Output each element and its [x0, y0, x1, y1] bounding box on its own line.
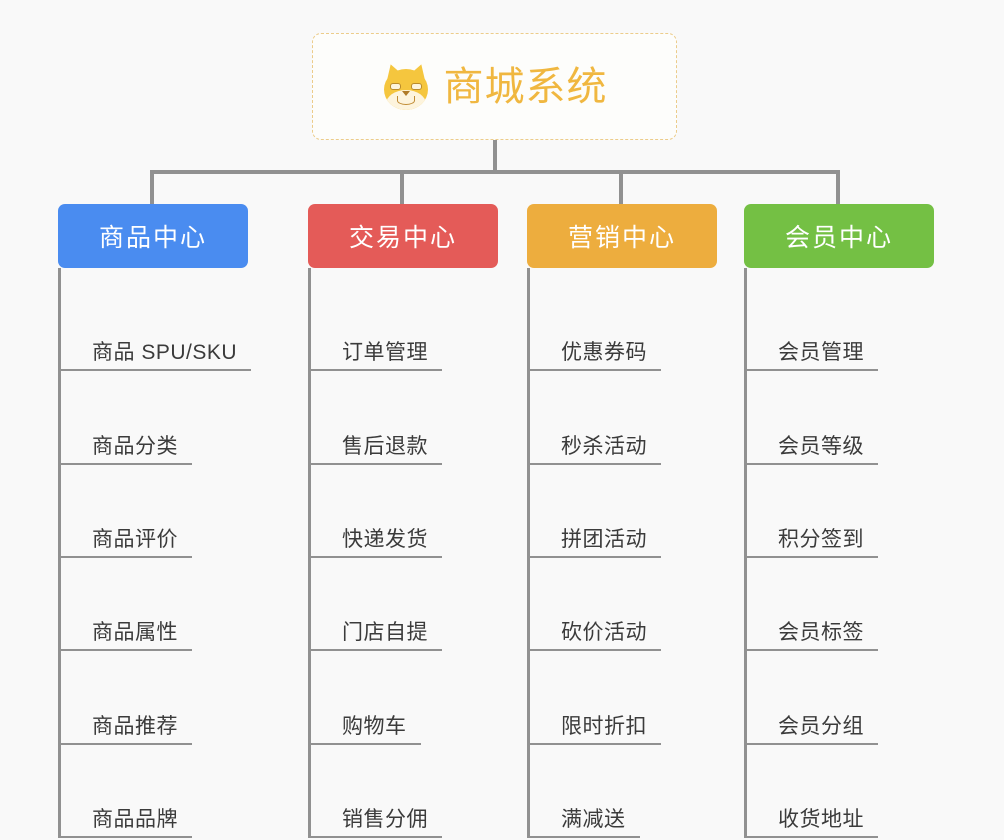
- list-item[interactable]: 收货地址: [744, 745, 934, 838]
- connector-drop-member-center: [836, 172, 840, 206]
- list-item-label: 砍价活动: [561, 621, 647, 645]
- branch-header-label: 商品中心: [98, 224, 207, 252]
- list-item[interactable]: 商品属性: [58, 558, 248, 652]
- shiba-head-icon: [383, 68, 428, 110]
- list-item-label: 收货地址: [778, 807, 864, 831]
- branch-member-center: 会员中心 会员管理 会员等级 积分签到 会员标签 会员分组 收货地址: [744, 204, 934, 838]
- root-title: 商城系统: [443, 64, 608, 109]
- list-item[interactable]: 销售分佣: [308, 745, 498, 838]
- list-item-label: 快递发货: [342, 527, 428, 551]
- branch-header-trade-center[interactable]: 交易中心: [308, 204, 498, 268]
- branch-header-label: 营销中心: [567, 224, 676, 252]
- list-item[interactable]: 商品 SPU/SKU: [58, 278, 252, 372]
- list-item-label: 商品属性: [92, 621, 178, 645]
- list-item[interactable]: 会员等级: [744, 371, 934, 465]
- branch-items-product-center: 商品 SPU/SKU 商品分类 商品评价 商品属性 商品推荐 商品品牌: [58, 268, 252, 838]
- branch-marketing-center: 营销中心 优惠券码 秒杀活动 拼团活动 砍价活动 限时折扣 满减送: [527, 204, 717, 838]
- shiba-eye-right-icon: [410, 82, 422, 90]
- list-item-label: 积分签到: [778, 527, 864, 551]
- shiba-mouth-icon: [396, 95, 415, 105]
- list-item-label: 商品品牌: [92, 807, 178, 831]
- branch-product-center: 商品中心 商品 SPU/SKU 商品分类 商品评价 商品属性 商品推荐 商品品牌: [58, 204, 252, 838]
- list-item[interactable]: 砍价活动: [527, 558, 717, 652]
- list-item-label: 售后退款: [342, 434, 428, 458]
- connector-stem: [493, 140, 497, 172]
- list-item-label: 商品 SPU/SKU: [92, 341, 238, 365]
- list-item-label: 会员管理: [778, 341, 864, 365]
- list-item[interactable]: 会员标签: [744, 558, 934, 652]
- branch-columns: 商品中心 商品 SPU/SKU 商品分类 商品评价 商品属性 商品推荐 商品品牌…: [0, 204, 1004, 840]
- root-node[interactable]: 商城系统: [312, 33, 677, 140]
- list-item-label: 限时折扣: [561, 714, 647, 738]
- list-item[interactable]: 积分签到: [744, 465, 934, 558]
- list-item[interactable]: 商品评价: [58, 465, 248, 558]
- list-item-label: 优惠券码: [561, 341, 647, 365]
- list-item[interactable]: 秒杀活动: [527, 371, 717, 465]
- list-item-label: 商品评价: [92, 527, 178, 551]
- connector-horizontal-bar: [150, 170, 840, 174]
- list-item-label: 购物车: [342, 714, 407, 738]
- list-item[interactable]: 门店自提: [308, 558, 498, 652]
- list-item-label: 订单管理: [342, 341, 428, 365]
- branch-header-label: 会员中心: [784, 224, 893, 252]
- connector-drop-product-center: [150, 172, 154, 206]
- list-item[interactable]: 售后退款: [308, 371, 498, 465]
- list-item[interactable]: 限时折扣: [527, 651, 717, 745]
- list-item[interactable]: 商品推荐: [58, 651, 248, 745]
- list-item[interactable]: 优惠券码: [527, 278, 717, 372]
- connector-drop-trade-center: [400, 172, 404, 206]
- branch-header-product-center[interactable]: 商品中心: [58, 204, 248, 268]
- connector-drop-marketing-center: [619, 172, 623, 206]
- list-item[interactable]: 会员分组: [744, 651, 934, 745]
- list-item-label: 门店自提: [342, 621, 428, 645]
- list-item[interactable]: 会员管理: [744, 278, 934, 372]
- shiba-eye-left-icon: [389, 82, 401, 90]
- shiba-dog-face-icon: [381, 61, 430, 110]
- list-item[interactable]: 拼团活动: [527, 465, 717, 558]
- list-item-label: 商品推荐: [92, 714, 178, 738]
- list-item-label: 会员标签: [778, 621, 864, 645]
- branch-items-member-center: 会员管理 会员等级 积分签到 会员标签 会员分组 收货地址: [744, 268, 934, 838]
- list-item-label: 销售分佣: [342, 807, 428, 831]
- list-item-label: 商品分类: [92, 434, 178, 458]
- list-item[interactable]: 购物车: [308, 651, 498, 745]
- list-item[interactable]: 商品品牌: [58, 745, 248, 838]
- branch-items-marketing-center: 优惠券码 秒杀活动 拼团活动 砍价活动 限时折扣 满减送: [527, 268, 717, 838]
- branch-header-label: 交易中心: [348, 224, 457, 252]
- list-item[interactable]: 满减送: [527, 745, 717, 838]
- shiba-nose-icon: [401, 90, 410, 96]
- list-item[interactable]: 商品分类: [58, 371, 248, 465]
- list-item-label: 满减送: [561, 807, 626, 831]
- list-item-label: 会员分组: [778, 714, 864, 738]
- list-item-label: 会员等级: [778, 434, 864, 458]
- branch-header-marketing-center[interactable]: 营销中心: [527, 204, 717, 268]
- list-item-label: 拼团活动: [561, 527, 647, 551]
- list-item-label: 秒杀活动: [561, 434, 647, 458]
- branch-trade-center: 交易中心 订单管理 售后退款 快递发货 门店自提 购物车 销售分佣: [308, 204, 498, 838]
- list-item[interactable]: 订单管理: [308, 278, 498, 372]
- branch-items-trade-center: 订单管理 售后退款 快递发货 门店自提 购物车 销售分佣: [308, 268, 498, 838]
- branch-header-member-center[interactable]: 会员中心: [744, 204, 934, 268]
- list-item[interactable]: 快递发货: [308, 465, 498, 558]
